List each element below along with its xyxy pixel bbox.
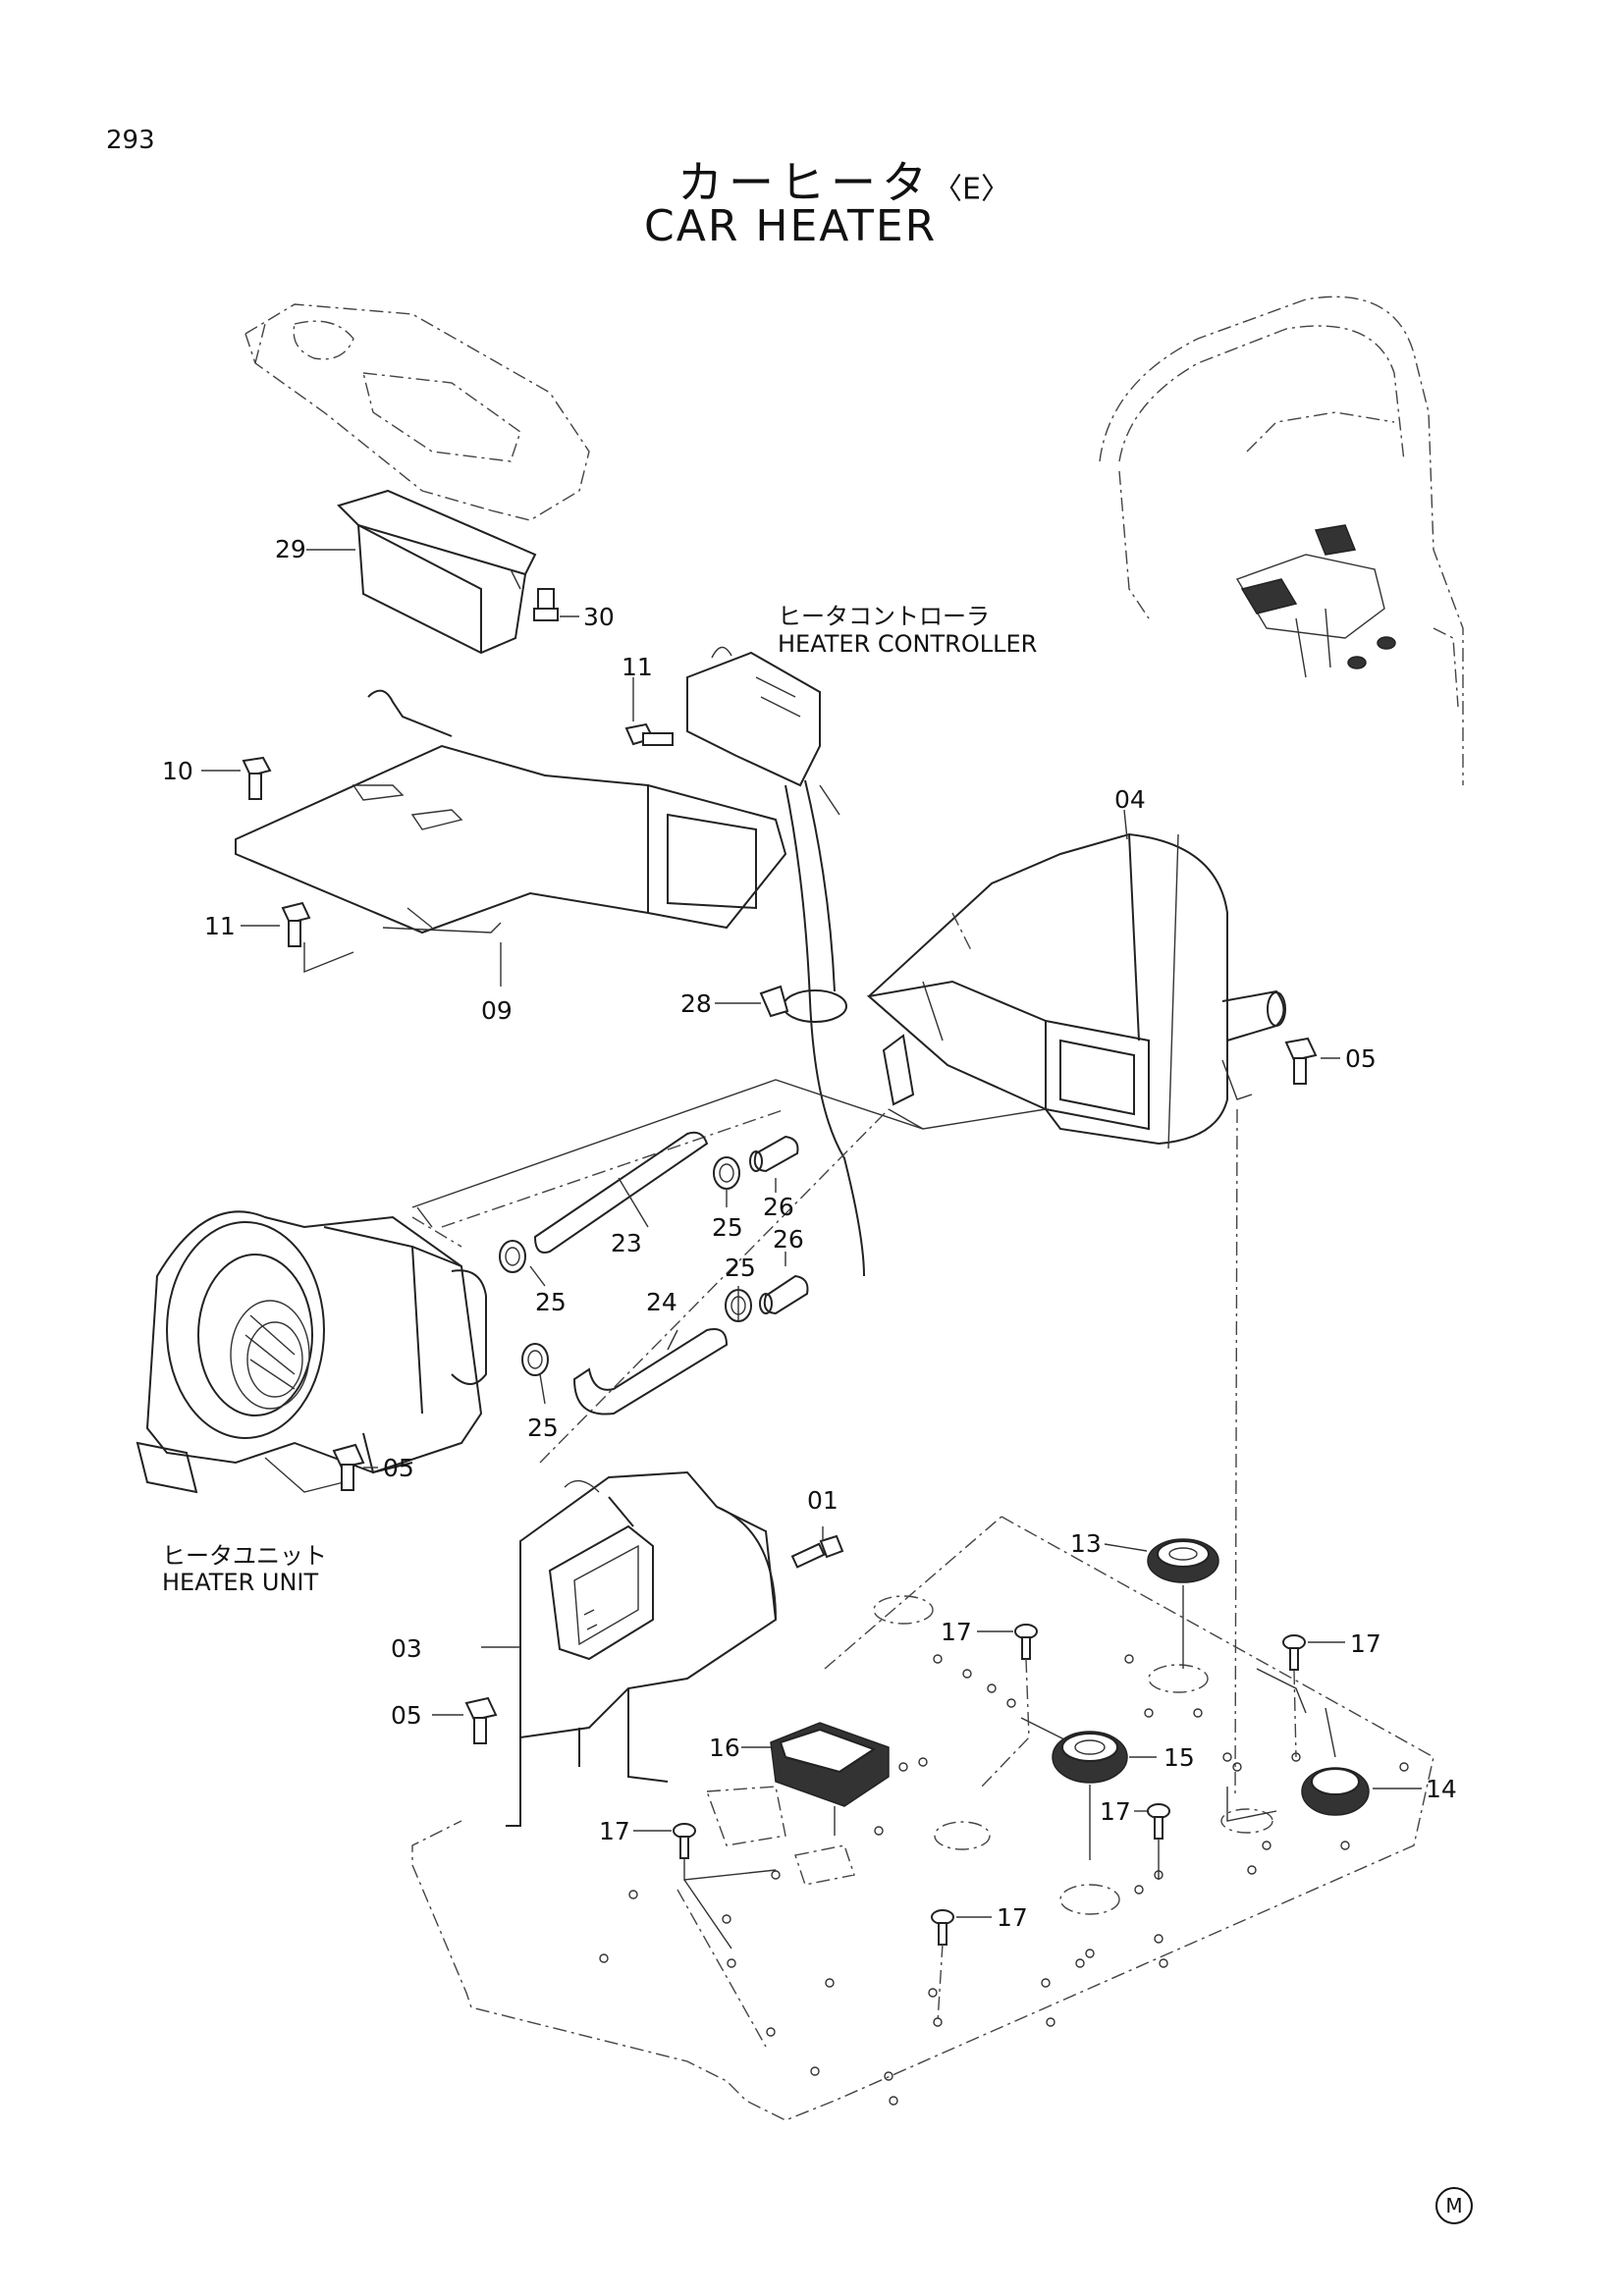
part-label-28: 28: [680, 989, 712, 1018]
caption-heater-unit-jp: ヒータユニット: [162, 1542, 327, 1570]
part-label-01: 01: [807, 1486, 839, 1515]
bolt-icon: [1147, 1803, 1170, 1840]
hose-part-24: [572, 1328, 729, 1415]
bolt-icon: [931, 1909, 954, 1946]
pipe-fitting-part-26: [759, 1274, 809, 1315]
part-label-05-lower: 05: [391, 1701, 422, 1730]
caption-heater-controller-en: HEATER CONTROLLER: [778, 630, 1038, 658]
part-label-17-c: 17: [1100, 1797, 1131, 1826]
grommet-icon: [1052, 1731, 1128, 1784]
heater-unit: [135, 1206, 487, 1494]
part-label-05-right: 05: [1345, 1044, 1377, 1073]
grommet-icon: [1301, 1767, 1370, 1816]
part-label-25-b: 25: [725, 1254, 756, 1282]
part-label-03: 03: [391, 1634, 422, 1663]
part-label-15: 15: [1163, 1743, 1195, 1772]
heater-controller: [686, 646, 865, 1277]
duct-part-09: [235, 689, 787, 934]
part-label-24: 24: [646, 1288, 677, 1316]
part-label-09: 09: [481, 996, 513, 1025]
part-label-14: 14: [1426, 1775, 1457, 1803]
part-label-04: 04: [1114, 785, 1146, 814]
part-label-17-d: 17: [599, 1817, 630, 1845]
page-number: 293: [106, 126, 155, 155]
part-label-13: 13: [1070, 1529, 1102, 1558]
bolt-icon: [1282, 1634, 1306, 1671]
part-label-16: 16: [709, 1734, 740, 1762]
hose-part-23: [533, 1131, 709, 1254]
duct-part-04: [866, 832, 1286, 1149]
floor-holes: [599, 1654, 1409, 2106]
part-label-26-b: 26: [773, 1225, 804, 1254]
part-label-17-e: 17: [997, 1903, 1028, 1932]
console-outline: [244, 303, 590, 521]
part-label-29: 29: [275, 535, 306, 563]
part-label-23: 23: [611, 1229, 642, 1257]
bolt-icon: [1014, 1624, 1038, 1660]
part-label-11-left: 11: [204, 912, 236, 940]
cover-part-03: [506, 1470, 778, 1827]
bolt-icon: [332, 1443, 365, 1491]
part-label-17-a: 17: [941, 1618, 972, 1646]
hose-clamp-icon: [499, 1240, 526, 1273]
cab-outline-icon: [1099, 295, 1464, 785]
part-label-17-b: 17: [1350, 1629, 1381, 1658]
page-title-jp: カーヒータ〈E〉: [677, 147, 1010, 212]
maker-mark: M: [1435, 2187, 1473, 2224]
hose-clamp-icon: [759, 985, 847, 1023]
bolt-icon: [624, 722, 674, 746]
pipe-fitting-part-26: [749, 1135, 799, 1173]
hose-clamp-icon: [713, 1156, 740, 1190]
floor-plate: [411, 1516, 1434, 2121]
bolt-icon: [281, 901, 311, 947]
part-label-25-a: 25: [712, 1213, 743, 1242]
part-label-25-c: 25: [535, 1288, 567, 1316]
bolt-icon: [242, 756, 272, 800]
bolt-icon: [464, 1696, 498, 1744]
page-title-jp-text: カーヒータ: [677, 156, 933, 209]
part-label-10: 10: [162, 757, 193, 785]
part-label-11-top: 11: [622, 653, 653, 681]
caption-heater-controller-jp: ヒータコントローラ: [778, 603, 990, 630]
bolt-icon: [673, 1823, 696, 1859]
grommet-icon: [770, 1722, 890, 1807]
tray-part-29: [337, 489, 537, 655]
bolt-icon: [790, 1534, 844, 1569]
bolt-icon: [533, 588, 579, 621]
part-label-30: 30: [583, 603, 615, 631]
page-title-en: CAR HEATER: [644, 201, 938, 251]
caption-heater-unit-en: HEATER UNIT: [162, 1569, 319, 1596]
bolt-icon: [1284, 1037, 1318, 1085]
part-label-05-left: 05: [383, 1454, 414, 1482]
hose-clamp-icon: [521, 1343, 549, 1376]
part-label-25-d: 25: [527, 1414, 559, 1442]
page-title-variant: 〈E〉: [933, 172, 1010, 207]
grommet-icon: [1147, 1538, 1219, 1583]
part-label-26-a: 26: [763, 1193, 794, 1221]
